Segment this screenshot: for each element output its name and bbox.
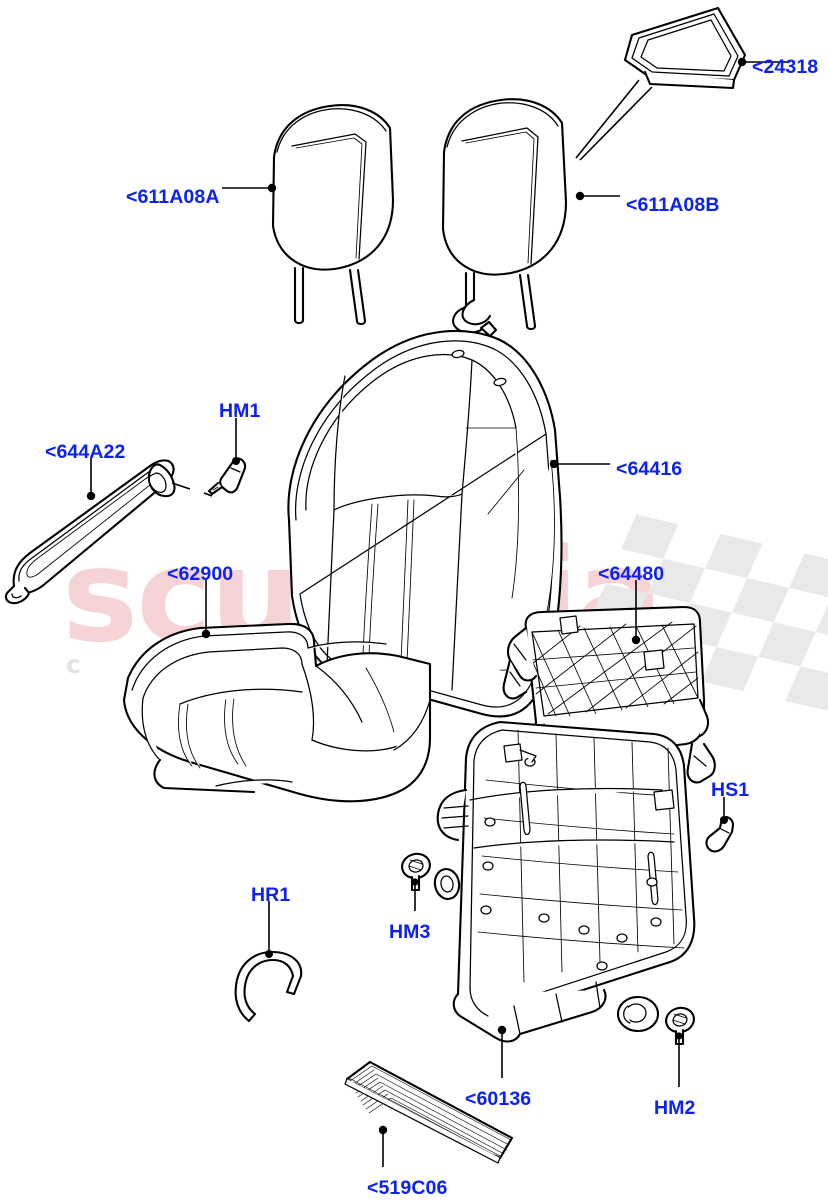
- part-trim-strip: [344, 1060, 514, 1164]
- part-headrest-left: [267, 104, 395, 326]
- part-seat-back-cover: [287, 329, 563, 718]
- part-label-519C06: <519C06: [367, 1177, 448, 1199]
- part-clip-hm3: [401, 852, 431, 892]
- part-label-644A22: <644A22: [45, 441, 126, 463]
- part-seat-back-panel: [433, 720, 696, 1043]
- part-headrest-right: [441, 98, 585, 338]
- part-label-64416: <64416: [616, 458, 683, 480]
- part-screw-hs1: [705, 815, 735, 853]
- part-seat-cushion: [122, 622, 432, 803]
- part-label-60136: <60136: [465, 1088, 532, 1110]
- part-label-HM2: HM2: [654, 1097, 696, 1119]
- leader-lines: [90, 61, 790, 1167]
- part-label-64480: <64480: [598, 563, 665, 585]
- part-label-HS1: HS1: [711, 779, 750, 801]
- part-label-62900: <62900: [167, 563, 234, 585]
- part-label-HM3: HM3: [389, 921, 431, 943]
- part-clip-hm1: [207, 457, 247, 496]
- part-label-HM1: HM1: [219, 400, 261, 422]
- part-screen-bezel: [575, 6, 748, 161]
- part-clip-hm2: [665, 1006, 695, 1046]
- part-retainer-hr1: [234, 950, 303, 1023]
- part-label-24318: <24318: [752, 56, 819, 78]
- part-armrest: [4, 459, 213, 605]
- part-label-611A08A: <611A08A: [126, 186, 220, 208]
- part-label-HR1: HR1: [251, 884, 291, 906]
- part-label-611A08B: <611A08B: [626, 194, 720, 216]
